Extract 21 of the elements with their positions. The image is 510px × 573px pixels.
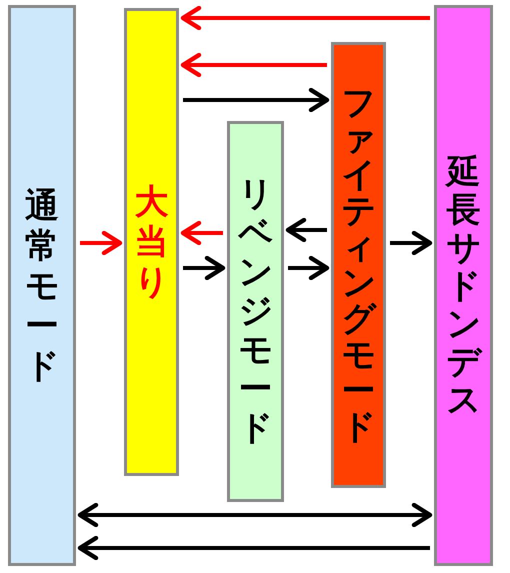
mode-bar — [8, 5, 76, 566]
mode-label: 延長サドンデス — [446, 152, 480, 418]
arrow — [286, 218, 327, 242]
arrow — [78, 536, 430, 560]
arrow — [183, 88, 330, 112]
arrow — [180, 6, 430, 30]
mode-label: リベンジモード — [238, 175, 272, 448]
mode-bar — [434, 5, 493, 566]
arrow — [78, 502, 432, 528]
arrow — [180, 220, 223, 246]
mode-label: 通常モード — [25, 186, 59, 386]
arrow — [80, 230, 122, 256]
mode-label: 大当り — [134, 182, 168, 302]
arrow — [180, 52, 327, 78]
mode-label: ファイティングモード — [342, 85, 376, 445]
arrow — [183, 256, 226, 280]
mode-bar — [331, 42, 386, 488]
mode-bar — [124, 8, 179, 476]
arrow — [390, 230, 432, 256]
mode-bar — [227, 121, 284, 502]
arrow — [288, 256, 330, 280]
